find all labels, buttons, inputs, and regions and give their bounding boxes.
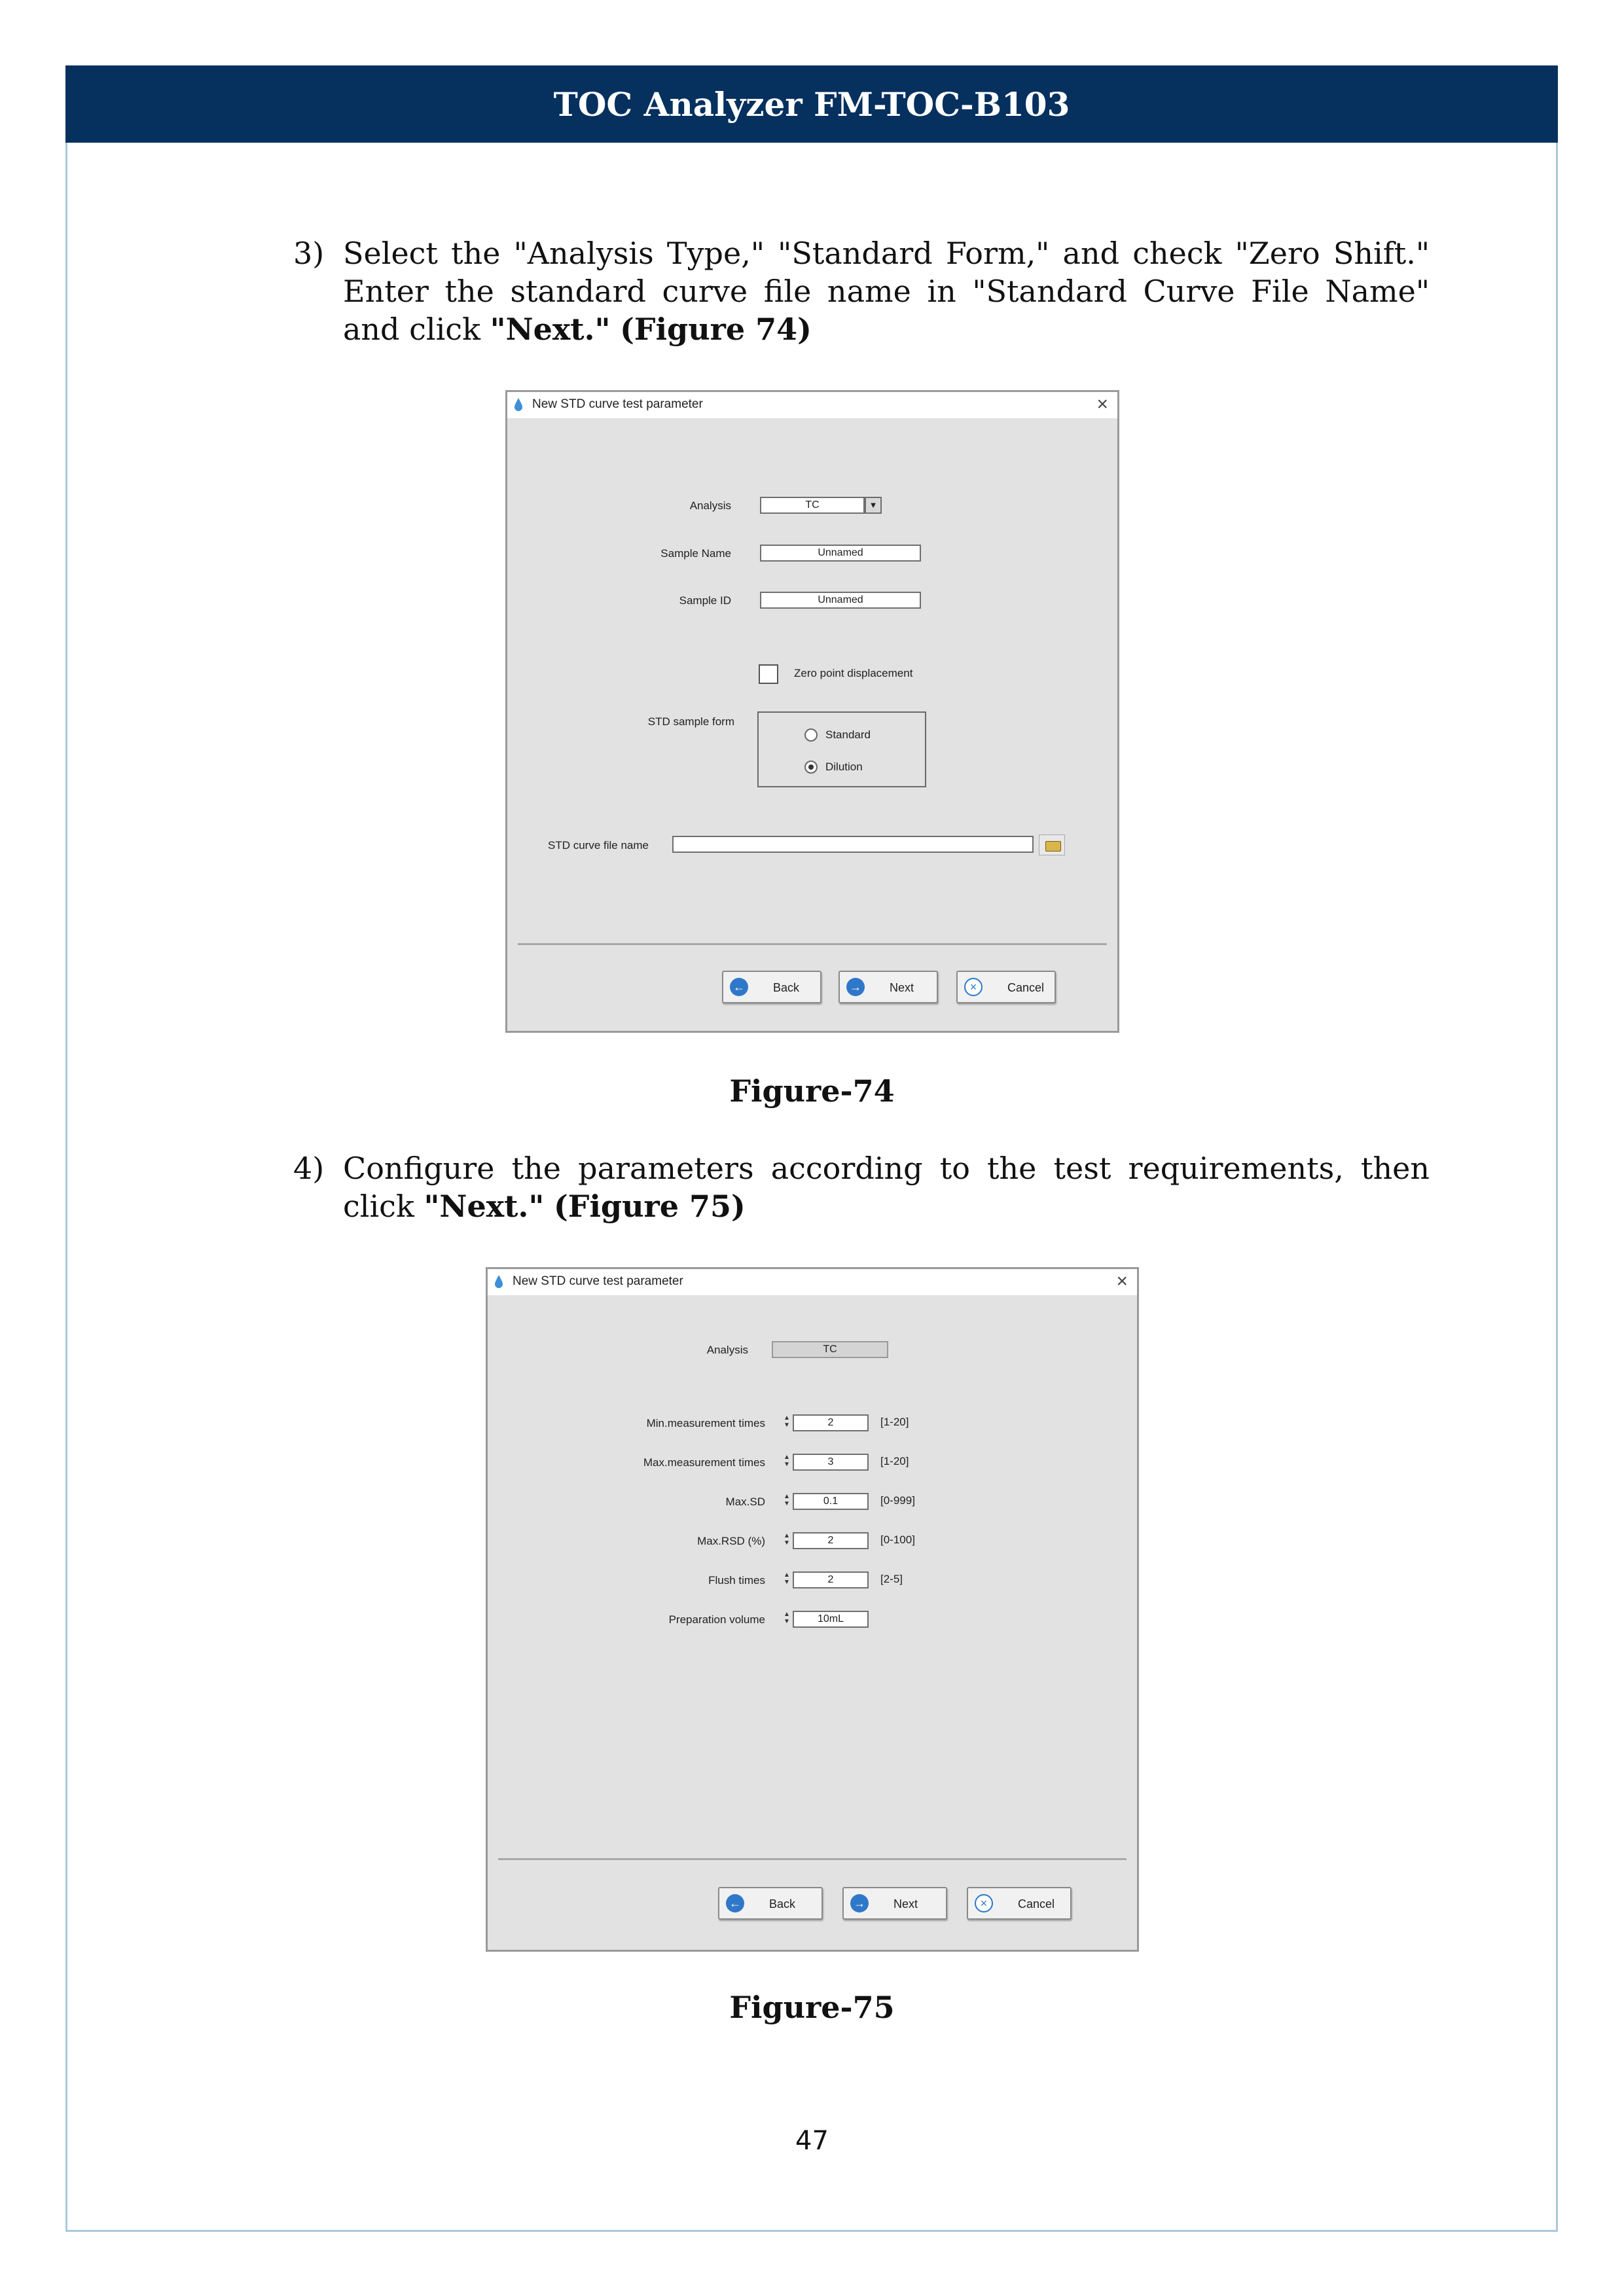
std-file-label: STD curve file name	[548, 839, 649, 852]
step-3-next-emphasis: "Next."	[490, 312, 611, 347]
analysis-label: Analysis	[706, 1344, 748, 1356]
next-label: Next	[890, 981, 914, 994]
spinner-arrows-icon[interactable]: ▲▼	[784, 1571, 790, 1586]
step-number: 4)	[293, 1151, 325, 1186]
std-curve-dialog-fig74: New STD curve test parameter × Analysis …	[505, 390, 1119, 1033]
sample-id-label: Sample ID	[679, 594, 731, 607]
radio-dilution-label: Dilution	[825, 761, 863, 773]
param-value-field[interactable]: 2	[793, 1414, 869, 1431]
param-label: Min.measurement times	[646, 1417, 765, 1429]
water-drop-icon	[514, 398, 522, 411]
dialog-title: New STD curve test parameter	[513, 1274, 683, 1288]
cancel-label: Cancel	[1007, 981, 1045, 994]
header-title: TOC Analyzer FM-TOC-B103	[553, 84, 1070, 124]
spinner-arrows-icon[interactable]: ▲▼	[784, 1493, 790, 1507]
back-label: Back	[769, 1897, 796, 1910]
zero-point-checkbox[interactable]	[759, 664, 778, 684]
back-button[interactable]: ← Back	[718, 1887, 823, 1920]
param-range: [0-100]	[880, 1534, 915, 1546]
zero-point-label: Zero point displacement	[794, 667, 913, 679]
dialog-separator	[498, 1858, 1127, 1860]
param-value-field[interactable]: 2	[793, 1571, 869, 1588]
spinner-arrows-icon[interactable]: ▲▼	[784, 1414, 790, 1429]
sample-name-field[interactable]: Unnamed	[760, 545, 921, 562]
next-button[interactable]: → Next	[842, 1887, 947, 1920]
sample-id-field[interactable]: Unnamed	[760, 592, 921, 609]
analysis-readonly: TC	[772, 1341, 888, 1358]
figure-74-caption: Figure-74	[729, 1073, 895, 1109]
step-4-next-emphasis: "Next."	[424, 1189, 545, 1224]
sample-name-label: Sample Name	[660, 547, 731, 560]
cancel-button[interactable]: × Cancel	[956, 971, 1056, 1003]
radio-standard-label: Standard	[825, 728, 871, 741]
std-form-group: Standard Dilution	[757, 711, 926, 787]
analysis-select[interactable]: TC	[760, 497, 865, 514]
arrow-right-icon: →	[846, 978, 865, 996]
dialog-title: New STD curve test parameter	[532, 397, 703, 411]
back-label: Back	[773, 981, 800, 994]
chevron-down-icon[interactable]: ▼	[865, 497, 882, 514]
spinner-arrows-icon[interactable]: ▲▼	[784, 1532, 790, 1547]
next-button[interactable]: → Next	[839, 971, 938, 1003]
dialog-separator	[518, 943, 1107, 945]
param-label: Max.SD	[725, 1496, 765, 1508]
analysis-label: Analysis	[689, 499, 731, 512]
next-label: Next	[893, 1897, 918, 1910]
param-range: [1-20]	[880, 1455, 909, 1467]
figure-75-caption: Figure-75	[729, 1990, 895, 2025]
water-drop-icon	[495, 1275, 503, 1288]
step-4-figure-ref: (Figure 75)	[554, 1189, 746, 1224]
step-text: Configure the parameters according to th…	[343, 1149, 1430, 1225]
std-file-input[interactable]	[672, 836, 1034, 853]
back-button[interactable]: ← Back	[722, 971, 821, 1003]
cancel-x-icon: ×	[975, 1894, 993, 1912]
radio-dilution[interactable]	[804, 761, 818, 774]
step-number: 3)	[293, 236, 325, 271]
dialog-titlebar: New STD curve test parameter ×	[507, 392, 1117, 418]
document-header: TOC Analyzer FM-TOC-B103	[65, 65, 1558, 143]
spinner-arrows-icon[interactable]: ▲▼	[784, 1454, 790, 1468]
arrow-left-icon: ←	[730, 978, 748, 996]
step-3: 3) Select the "Analysis Type," "Standard…	[293, 234, 1430, 352]
cancel-button[interactable]: × Cancel	[967, 1887, 1072, 1920]
close-icon[interactable]: ×	[1116, 1270, 1128, 1292]
step-4: 4) Configure the parameters according to…	[293, 1149, 1430, 1228]
param-label: Flush times	[708, 1574, 765, 1587]
param-value-field[interactable]: 10mL	[793, 1611, 869, 1628]
param-label: Max.RSD (%)	[697, 1535, 765, 1547]
arrow-left-icon: ←	[726, 1894, 744, 1912]
step-3-figure-ref: (Figure 74)	[620, 312, 812, 347]
step-4-text: Configure the parameters according to th…	[343, 1151, 1430, 1224]
radio-standard[interactable]	[804, 728, 818, 742]
std-form-label: STD sample form	[647, 715, 734, 728]
param-value-field[interactable]: 2	[793, 1532, 869, 1549]
spinner-arrows-icon[interactable]: ▲▼	[784, 1611, 790, 1625]
param-value-field[interactable]: 3	[793, 1454, 869, 1471]
std-curve-dialog-fig75: New STD curve test parameter × Analysis …	[486, 1267, 1139, 1952]
param-range: [2-5]	[880, 1573, 903, 1585]
step-3-text: Select the "Analysis Type," "Standard Fo…	[343, 236, 1430, 347]
dialog-titlebar: New STD curve test parameter ×	[488, 1269, 1137, 1295]
param-range: [1-20]	[880, 1416, 909, 1428]
param-value-field[interactable]: 0.1	[793, 1493, 869, 1510]
step-text: Select the "Analysis Type," "Standard Fo…	[343, 234, 1430, 348]
close-icon[interactable]: ×	[1096, 393, 1108, 415]
cancel-label: Cancel	[1018, 1897, 1055, 1910]
param-label: Preparation volume	[668, 1613, 765, 1626]
folder-open-icon[interactable]	[1039, 834, 1065, 855]
page-number: 47	[795, 2126, 829, 2156]
cancel-x-icon: ×	[964, 978, 983, 996]
arrow-right-icon: →	[850, 1894, 869, 1912]
param-label: Max.measurement times	[643, 1456, 765, 1469]
param-range: [0-999]	[880, 1494, 915, 1507]
